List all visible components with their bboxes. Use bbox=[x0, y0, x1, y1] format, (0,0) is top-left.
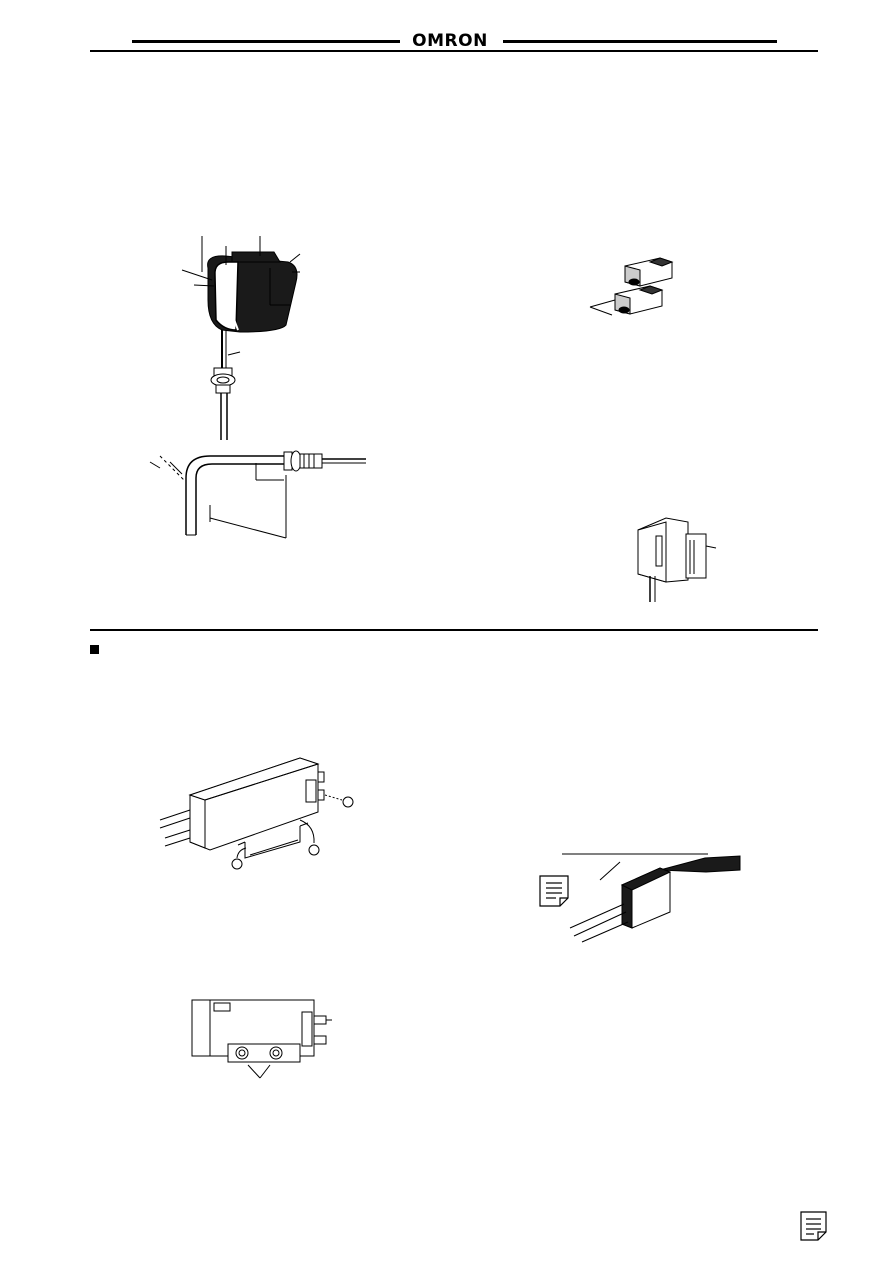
header-rule-bottom bbox=[90, 50, 818, 52]
section-rule bbox=[90, 629, 818, 631]
header-rule-left bbox=[132, 40, 400, 43]
note-icon bbox=[539, 875, 569, 907]
brand-logo: OMRON bbox=[400, 31, 500, 51]
square-bullet-icon bbox=[90, 645, 99, 654]
header-rule-right bbox=[503, 40, 777, 43]
